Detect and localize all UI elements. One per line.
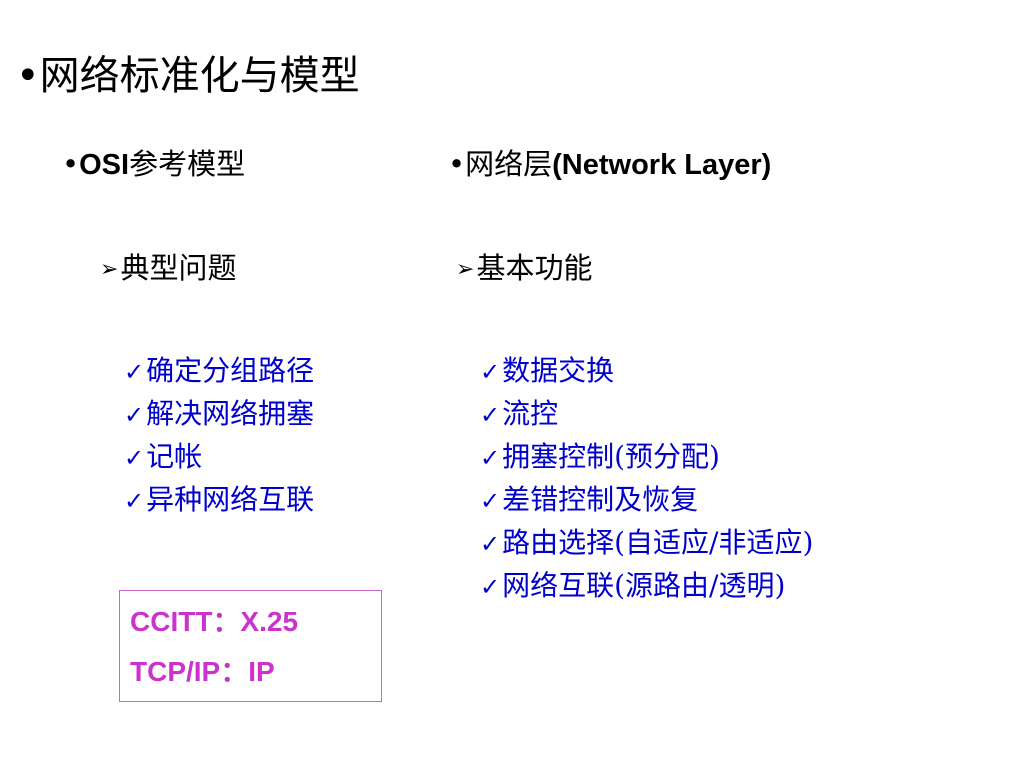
slide-title: •网络标准化与模型 (16, 53, 360, 99)
bullet: • (62, 147, 80, 181)
list-item: ✓流控 (480, 397, 559, 430)
osi-model-heading: •OSI参考模型 (62, 144, 245, 185)
typical-problems-text: 典型问题 (120, 251, 237, 285)
check-icon: ✓ (480, 401, 501, 429)
check-icon: ✓ (124, 401, 145, 429)
list-item: ✓拥塞控制(预分配) (480, 440, 720, 473)
basic-functions-text: 基本功能 (476, 251, 593, 285)
check-icon: ✓ (480, 530, 501, 558)
arrow-bullet-icon: ➢ (100, 257, 119, 282)
ccitt-line: CCITT：X.25 (130, 606, 299, 637)
check-icon: ✓ (124, 444, 145, 472)
list-item: ✓异种网络互联 (124, 483, 315, 516)
list-item: ✓差错控制及恢复 (480, 483, 699, 516)
list-item: ✓确定分组路径 (124, 354, 315, 387)
osi-heading-text: 参考模型 (129, 147, 246, 181)
osi-label: OSI (79, 149, 130, 181)
basic-functions-heading: ➢基本功能 (456, 248, 592, 292)
list-item: ✓解决网络拥塞 (124, 397, 315, 430)
network-layer-cn: 网络层 (465, 147, 553, 181)
protocol-example-box: CCITT：X.25 TCP/IP：IP (119, 590, 382, 702)
check-icon: ✓ (480, 573, 501, 601)
tcpip-line: TCP/IP：IP (130, 656, 275, 687)
typical-problems-list: ✓确定分组路径 ✓解决网络拥塞 ✓记帐 ✓异种网络互联 (124, 350, 314, 522)
check-icon: ✓ (480, 358, 501, 386)
check-icon: ✓ (480, 487, 501, 515)
basic-functions-list: ✓数据交换 ✓流控 ✓拥塞控制(预分配) ✓差错控制及恢复 ✓路由选择(自适应/… (480, 350, 813, 608)
list-item: ✓路由选择(自适应/非适应) (480, 526, 814, 559)
check-icon: ✓ (480, 444, 501, 472)
check-icon: ✓ (124, 487, 145, 515)
check-icon: ✓ (124, 358, 145, 386)
bullet: • (448, 147, 466, 181)
list-item: ✓数据交换 (480, 354, 615, 387)
arrow-bullet-icon: ➢ (456, 257, 475, 282)
list-item: ✓网络互联(源路由/透明) (480, 569, 786, 602)
typical-problems-heading: ➢典型问题 (100, 248, 236, 292)
list-item: ✓记帐 (124, 440, 203, 473)
network-layer-en: (Network Layer) (552, 149, 772, 181)
network-layer-heading: •网络层(Network Layer) (448, 144, 771, 185)
